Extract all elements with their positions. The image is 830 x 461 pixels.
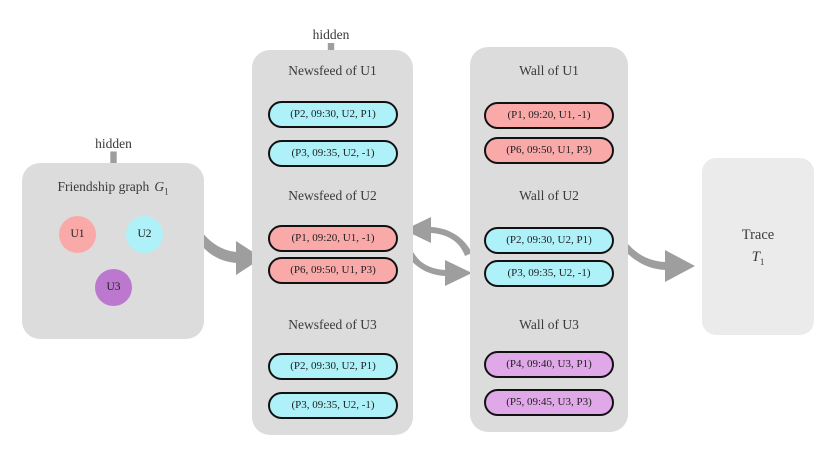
post-tuple-pill: (P2, 09:30, U2, P1) [268, 101, 398, 128]
post-tuple-pill: (P2, 09:30, U2, P1) [268, 353, 398, 380]
graph-symbol: G [154, 179, 165, 194]
graph-symbol-sub: 1 [164, 186, 169, 197]
trace-symbol: T1 [752, 249, 765, 267]
wall-u3-title: Wall of U3 [519, 317, 579, 332]
post-tuple-pill: (P1, 09:20, U1, -1) [484, 102, 614, 129]
user-node-u2: U2 [126, 216, 163, 253]
hidden-label-graph: hidden [95, 136, 132, 151]
post-tuple-pill: (P3, 09:35, U2, -1) [484, 260, 614, 287]
sync-arrows-icon [404, 217, 472, 286]
post-tuple-pill: (P6, 09:50, U1, P3) [484, 137, 614, 164]
post-tuple-pill: (P4, 09:40, U3, P1) [484, 351, 614, 378]
post-tuple-pill: (P6, 09:50, U1, P3) [268, 257, 398, 284]
trace-symbol-sub: 1 [759, 256, 765, 267]
post-tuple-pill: (P5, 09:45, U3, P3) [484, 389, 614, 416]
post-tuple-pill: (P1, 09:20, U1, -1) [268, 225, 398, 252]
newsfeed-u3-title: Newsfeed of U3 [288, 317, 377, 332]
post-tuple-pill: (P3, 09:35, U2, -1) [268, 392, 398, 419]
friendship-graph-title-text: Friendship graph [57, 179, 150, 194]
wall-u2-title: Wall of U2 [519, 188, 579, 203]
wall-u1-title: Wall of U1 [519, 63, 579, 78]
trace-panel: Trace T1 [702, 158, 814, 335]
flow-arrow-wall-to-trace-icon [618, 238, 695, 282]
trace-symbol-letter: T [751, 248, 760, 265]
user-node-u3: U3 [95, 269, 132, 306]
post-tuple-pill: (P3, 09:35, U2, -1) [268, 140, 398, 167]
newsfeed-u2-title: Newsfeed of U2 [288, 188, 377, 203]
post-tuple-pill: (P2, 09:30, U2, P1) [484, 227, 614, 254]
user-node-u1: U1 [59, 216, 96, 253]
newsfeed-u1-title: Newsfeed of U1 [288, 63, 377, 78]
trace-title: Trace [741, 226, 775, 243]
friendship-graph-panel: Friendship graph G1 U1 U2 U3 [22, 163, 204, 339]
hidden-label-newsfeed: hidden [312, 27, 350, 42]
friendship-graph-title: Friendship graph G1 [22, 179, 204, 197]
newsfeed-panel: Newsfeed of U1 (P2, 09:30, U2, P1) (P3, … [252, 50, 413, 435]
wall-panel: Wall of U1 (P1, 09:20, U1, -1) (P6, 09:5… [470, 47, 628, 432]
